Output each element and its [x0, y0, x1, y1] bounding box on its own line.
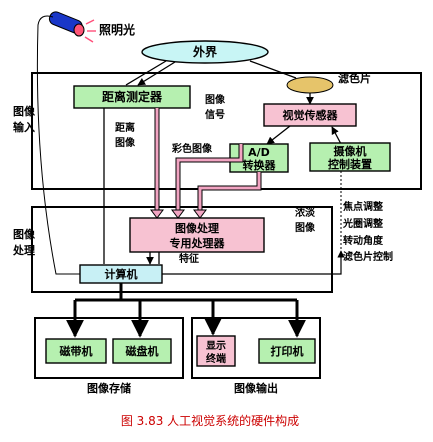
label-gray-image-1: 浓淡	[295, 206, 316, 219]
storage-section-frame	[34, 317, 184, 379]
camera-control-node	[309, 142, 391, 172]
section-process-label-1: 图像	[13, 227, 36, 241]
arrow-sensor-to-ad	[266, 125, 291, 145]
disk-drive-label: 磁盘机	[126, 344, 159, 358]
label-ctrl-aperture: 光圈调整	[342, 217, 383, 230]
outside-world-label: 外界	[193, 44, 217, 59]
display-terminal-label-1: 显示	[206, 340, 226, 352]
label-image-signal-2: 信号	[205, 108, 225, 121]
image-processor-node	[129, 217, 265, 253]
rangefinder-label: 距离测定器	[102, 89, 163, 104]
filter-label: 滤色片	[338, 71, 371, 85]
output-section-frame	[191, 317, 321, 379]
computer-to-peripherals-bus	[66, 283, 306, 338]
printer-label: 打印机	[271, 344, 304, 358]
figure-caption: 图 3.83 人工视觉系统的硬件构成	[121, 413, 299, 428]
lamp-icon	[48, 11, 96, 43]
filter-node	[286, 76, 334, 94]
arrow-world-to-rangefinder-2	[125, 60, 167, 86]
tape-drive-node	[45, 338, 107, 364]
rangefinder-node	[73, 85, 191, 109]
printer-node	[258, 338, 316, 364]
label-image-signal-1: 图像	[205, 93, 226, 106]
label-distance-image-2: 图像	[115, 136, 136, 149]
arrow-world-to-rangefinder-1	[137, 61, 176, 86]
disk-drive-node	[112, 338, 172, 364]
section-input-label-2: 输入	[13, 120, 35, 134]
vision-sensor-label: 视觉传感器	[283, 108, 339, 122]
label-ctrl-focus: 焦点调整	[342, 200, 383, 213]
label-gray-image-2: 图像	[295, 221, 316, 234]
arrow-world-to-filter	[249, 60, 297, 79]
lighting-label: 照明光	[99, 22, 135, 37]
arrow-cameractl-to-sensor	[331, 126, 342, 145]
display-terminal-label-2: 终端	[206, 352, 226, 365]
label-color-image: 彩色图像	[171, 142, 213, 155]
ad-converter-label-2: 转换器	[243, 158, 277, 172]
ad-converter-label-1: A/D	[248, 146, 270, 159]
camera-control-label-1: 摄像机	[334, 144, 367, 158]
image-processor-label-2: 专用处理器	[170, 236, 226, 250]
label-ctrl-angle: 转动角度	[343, 234, 384, 247]
pink-arrow-color-to-processor	[171, 144, 244, 219]
lamp-control-wire	[36, 15, 80, 275]
camera-control-label-2: 控制装置	[328, 157, 372, 171]
outside-world-node	[141, 40, 269, 64]
tape-drive-label: 磁带机	[60, 344, 93, 358]
label-ctrl-filter: 滤色片控制	[343, 250, 393, 263]
arrow-computer-to-cameractl	[162, 250, 345, 275]
label-feature: 特征	[179, 252, 199, 265]
section-process-label-2: 处理	[12, 243, 35, 257]
pink-arrow-rangefinder-to-processor	[150, 108, 164, 219]
vision-sensor-node	[263, 103, 357, 127]
section-input-label-1: 图像	[13, 104, 36, 118]
section-storage-label: 图像存储	[87, 381, 131, 395]
section-output-label: 图像输出	[234, 381, 278, 395]
image-processor-label-1: 图像处理	[175, 221, 219, 235]
computer-label: 计算机	[105, 267, 138, 281]
display-terminal-node	[196, 335, 236, 367]
pink-arrow-ad-to-processor	[193, 172, 262, 219]
processing-section-frame	[31, 206, 333, 293]
label-distance-image-1: 距离	[115, 121, 135, 134]
